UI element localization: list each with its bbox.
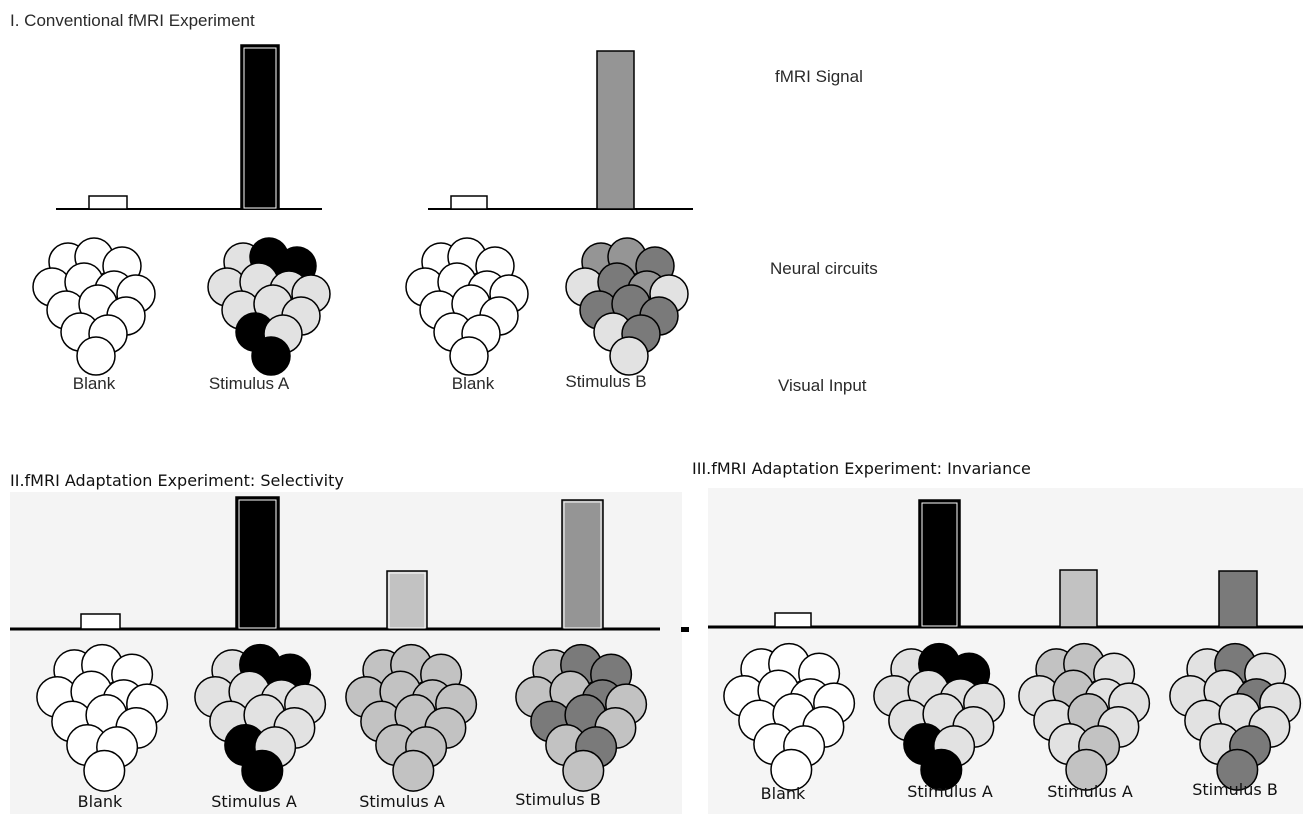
neuron-circle — [920, 748, 963, 791]
bar-p2-stimulus-b-inner — [563, 501, 602, 629]
neuron-circle — [609, 336, 649, 376]
neuron-circle — [770, 748, 813, 791]
row-label-neural-circuits: Neural circuits — [770, 259, 878, 278]
bar-p2-stimulus-a-adapted-inner — [388, 572, 426, 629]
label-p2-stimulus-a: Stimulus A — [211, 792, 297, 811]
bar-p1-blank-b — [450, 195, 488, 210]
panel3-title: III.fMRI Adaptation Experiment: Invarian… — [692, 459, 1031, 478]
bar-p3-stimulus-a-inner — [921, 502, 958, 627]
circuit-p3-stimulus-b — [1169, 642, 1302, 791]
label-p3-stimulus-b: Stimulus B — [1192, 780, 1278, 799]
neuron-circle — [449, 336, 489, 376]
circuit-p2-stimulus-a — [194, 643, 327, 792]
bar-p1-stimulus-a — [240, 44, 280, 210]
label-p2-stimulus-b: Stimulus B — [515, 790, 601, 809]
bar-p1-stimulus-a-inner — [243, 47, 277, 209]
neuron-circle — [76, 336, 116, 376]
bar-p2-blank — [80, 613, 121, 630]
row-label-fmri-signal: fMRI Signal — [775, 67, 863, 86]
bar-p3-stimulus-a — [918, 499, 961, 628]
circuit-p1-stimulus-a — [207, 237, 331, 376]
label-p2-stimulus-a-adapted: Stimulus A — [359, 792, 445, 811]
circuit-p1-blank-a — [32, 237, 156, 376]
baseline-tick — [681, 627, 689, 632]
label-p1-stimulus-b: Stimulus B — [565, 372, 646, 391]
neuron-circle — [83, 749, 126, 792]
neuron-circle — [562, 749, 605, 792]
neuron-circle — [1216, 748, 1259, 791]
label-p3-stimulus-a: Stimulus A — [907, 782, 993, 801]
circuit-p3-stimulus-a — [873, 642, 1006, 791]
label-p3-stimulus-a-adapted: Stimulus A — [1047, 782, 1133, 801]
circuit-p2-stimulus-b — [515, 643, 648, 792]
neuron-circle — [1065, 748, 1108, 791]
bar-p2-stimulus-a — [235, 496, 280, 630]
bar-p3-stimulus-b — [1218, 570, 1258, 628]
bar-p3-stimulus-a-adapted — [1059, 569, 1098, 628]
neuron-circle — [241, 749, 284, 792]
bar-p2-stimulus-a-inner — [238, 499, 277, 629]
bar-p1-stimulus-b — [596, 50, 635, 210]
bar-p2-stimulus-b — [561, 499, 604, 630]
label-p1-blank-b: Blank — [452, 374, 495, 393]
label-p3-blank: Blank — [761, 784, 806, 803]
label-p1-stimulus-a: Stimulus A — [209, 374, 290, 393]
panel1-title: I. Conventional fMRI Experiment — [10, 11, 255, 30]
neuron-circle — [392, 749, 435, 792]
circuit-p2-blank — [36, 643, 169, 792]
bar-p3-blank — [774, 612, 812, 628]
neuron-circle — [251, 336, 291, 376]
row-label-visual-input: Visual Input — [778, 376, 867, 395]
bar-p2-stimulus-a-adapted — [386, 570, 428, 630]
label-p1-blank-a: Blank — [73, 374, 116, 393]
bar-p1-blank-a — [88, 195, 128, 210]
circuit-p1-blank-b — [405, 237, 529, 376]
circuit-p3-blank — [723, 642, 856, 791]
panel2-title: II.fMRI Adaptation Experiment: Selectivi… — [10, 471, 344, 490]
circuit-p2-stimulus-a-adapted — [345, 643, 478, 792]
circuit-p3-stimulus-a-adapted — [1018, 642, 1151, 791]
circuit-p1-stimulus-b — [565, 237, 689, 376]
label-p2-blank: Blank — [78, 792, 123, 811]
